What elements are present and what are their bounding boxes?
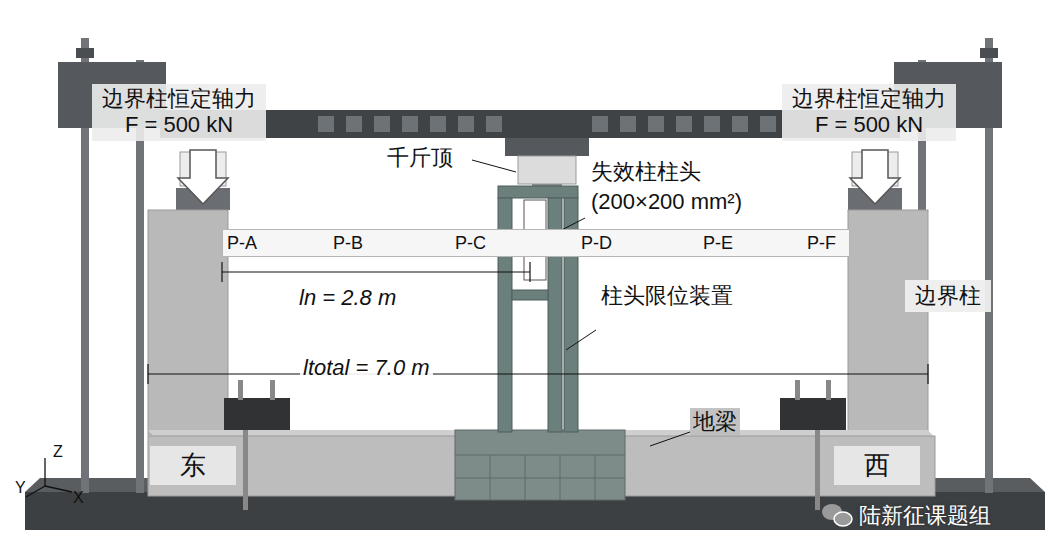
watermark: 陆新征课题组	[856, 502, 994, 529]
point-label: P-D	[581, 233, 612, 255]
part-name: 柱头限位装置	[598, 280, 696, 312]
node-text: F = 500 kN	[102, 112, 256, 138]
jack-plate	[505, 138, 589, 156]
part-name: 千斤顶	[384, 144, 456, 171]
rc-beam: P-A P-B P-C P-D P-E P-F	[222, 229, 850, 257]
force-arrow	[850, 150, 900, 204]
node-text: 边界柱	[915, 283, 981, 309]
side-label-box: 西	[834, 446, 920, 485]
force-arrow	[178, 150, 228, 204]
rod-nuts	[76, 48, 998, 76]
node-text: 边界柱恒定轴力	[792, 86, 946, 112]
point-label: P-F	[807, 233, 836, 255]
point-label: P-B	[333, 233, 363, 255]
part-name: 地梁	[690, 408, 740, 435]
axis-label: X	[70, 488, 87, 508]
column-label-box: 边界柱	[905, 280, 991, 312]
center-base	[455, 430, 625, 500]
jack	[518, 156, 576, 184]
side-label-box: 东	[150, 446, 236, 485]
beam-holes	[318, 116, 776, 132]
dimension: ln = 2.8 m	[296, 284, 399, 311]
axes	[26, 458, 72, 497]
clamp-block	[780, 398, 846, 430]
point-label: P-E	[703, 233, 733, 255]
boundary-column	[148, 210, 228, 435]
boundary-column	[848, 210, 928, 435]
clamp-block	[224, 398, 290, 430]
force-banner: 边界柱恒定轴力F = 500 kN	[782, 84, 956, 141]
axis-label: Z	[50, 442, 66, 462]
wechat-icon	[822, 504, 852, 526]
clamp-bolts	[238, 380, 831, 510]
dimension-lines	[148, 262, 928, 384]
node-text: F = 500 kN	[792, 112, 946, 138]
part-name: 失效柱柱头 (200×200 mm²)	[588, 156, 784, 217]
threaded-rods	[81, 38, 993, 493]
node-text: 西	[864, 450, 890, 481]
base-grid	[455, 455, 625, 500]
point-label: P-C	[455, 233, 486, 255]
restraint-frame	[498, 186, 578, 432]
node-text: 边界柱恒定轴力	[102, 86, 256, 112]
dimension: ltotal = 7.0 m	[300, 354, 433, 381]
axis-label: Y	[12, 478, 29, 498]
force-banner: 边界柱恒定轴力F = 500 kN	[92, 84, 266, 141]
point-label: P-A	[227, 233, 257, 255]
node-text: 东	[180, 450, 206, 481]
